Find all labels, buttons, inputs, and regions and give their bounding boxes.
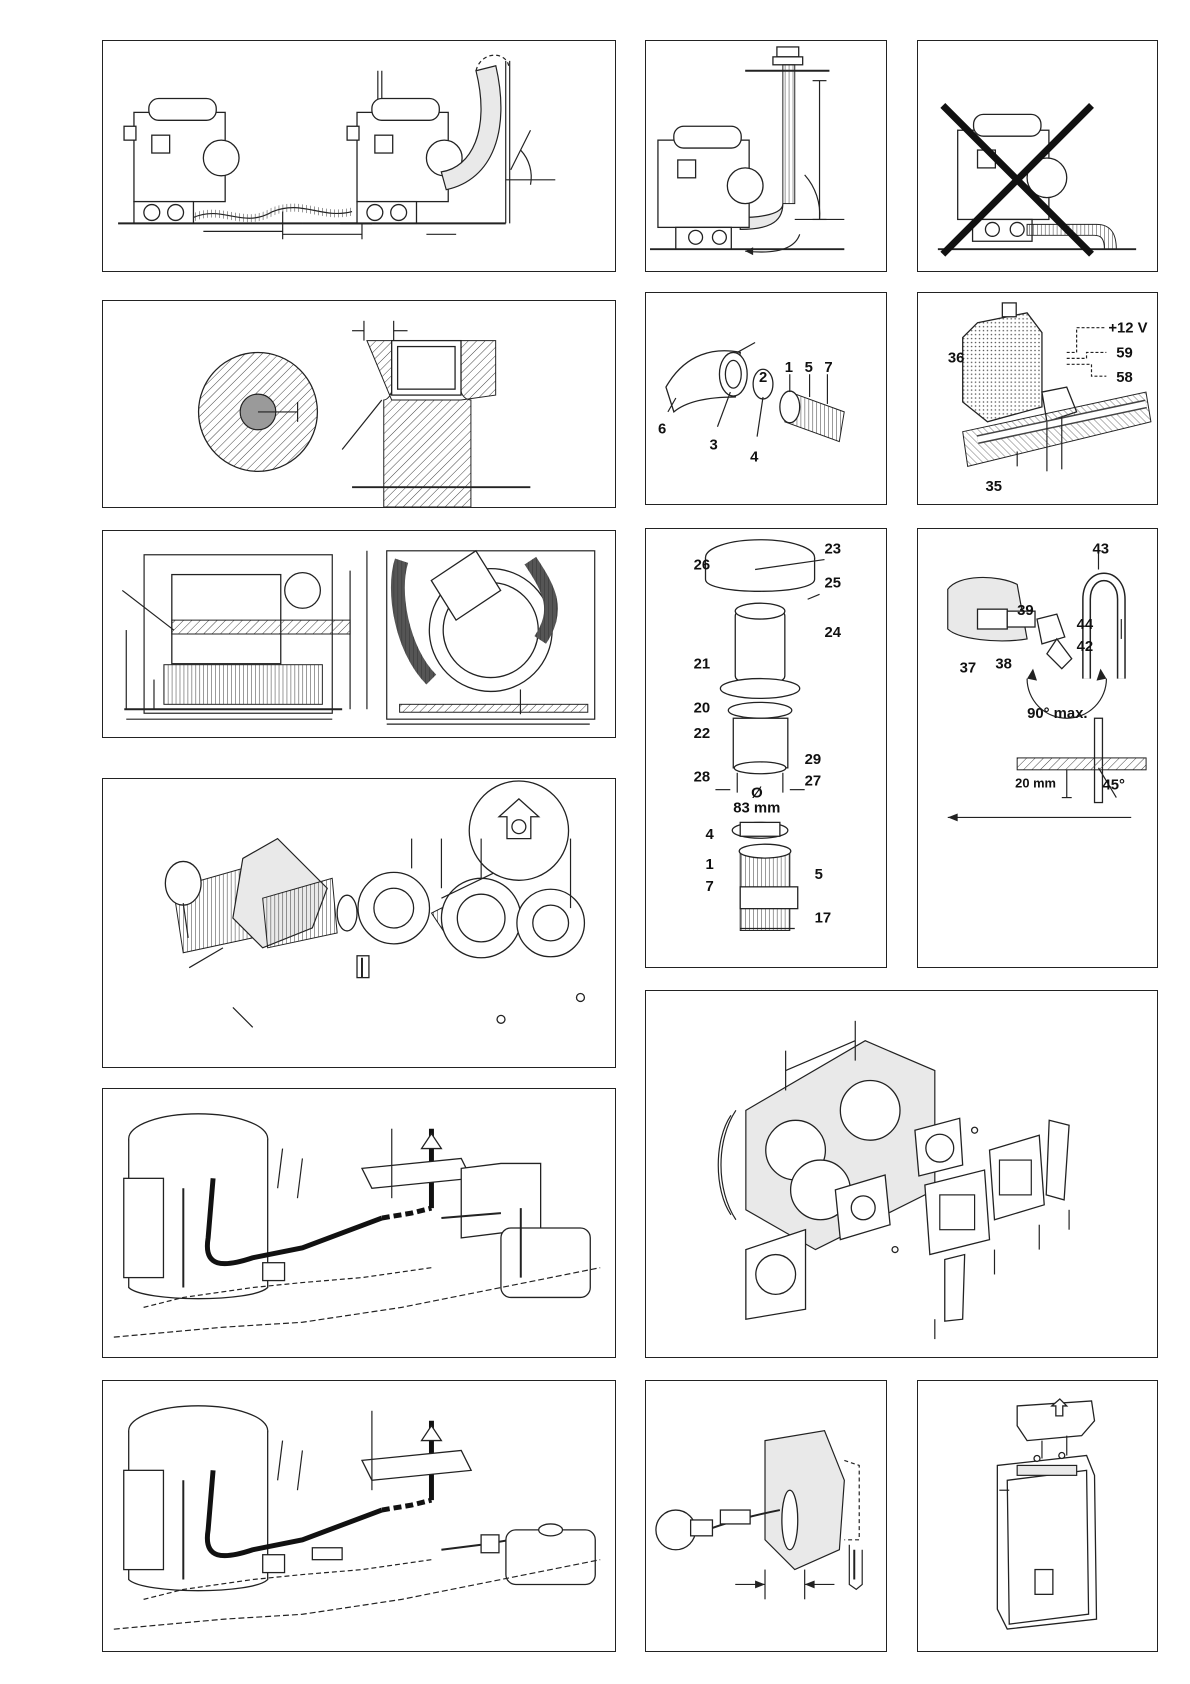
label-part-22: 22: [694, 726, 711, 742]
label-diameter-symbol: Ø: [751, 786, 763, 802]
label-part-36: 36: [948, 350, 965, 366]
label-plus-12v: +12 V: [1108, 321, 1147, 337]
label-part-7: 7: [824, 360, 832, 376]
panel-wall-passthrough: [102, 778, 616, 1068]
label-angle-45: 45°: [1102, 778, 1125, 794]
label-part-5: 5: [815, 867, 823, 883]
label-distance-20mm: 20 mm: [1015, 776, 1056, 791]
label-part-4: 4: [750, 449, 759, 465]
panel-control-housing: [917, 1380, 1158, 1652]
sensor-installation-illustration: [646, 1381, 886, 1651]
exhaust-connection-illustration: 2 6 3 4 1 5 7: [646, 293, 886, 504]
panel-sensor-installation: [645, 1380, 887, 1652]
panel-heater-enclosure: [102, 530, 616, 738]
label-angle-max: 90° max.: [1027, 706, 1087, 722]
panel-hole-cross-section: [102, 300, 616, 508]
panel-exhaust-assembly: 23 26 25 24 21 20 22 29 28 27 Ø 83 mm 4 …: [645, 528, 887, 968]
label-part-4: 4: [706, 827, 715, 843]
label-part-44: 44: [1077, 617, 1094, 633]
label-part-35: 35: [985, 479, 1002, 495]
label-part-1: 1: [785, 360, 793, 376]
label-diameter-value: 83 mm: [733, 800, 780, 816]
label-part-1: 1: [706, 857, 714, 873]
panel-heater-exhaust-routing: [102, 40, 616, 272]
label-part-26: 26: [694, 557, 711, 573]
heater-unit: [658, 126, 763, 249]
hole-cross-section-illustration: [103, 301, 615, 507]
label-part-7: 7: [706, 879, 714, 895]
label-part-3: 3: [710, 438, 718, 454]
fuel-supply-illustration-1: [103, 1089, 615, 1357]
label-part-24: 24: [825, 625, 842, 641]
panel-fuel-supply-1: [102, 1088, 616, 1358]
label-part-20: 20: [694, 700, 711, 716]
incorrect-installation-illustration: [918, 41, 1157, 271]
label-part-29: 29: [805, 752, 822, 768]
label-part-5: 5: [805, 360, 813, 376]
fuel-line-connection-illustration: 43 39 44 42 37 38 90° max. 20 mm 45°: [918, 529, 1157, 967]
panel-fuel-supply-2: [102, 1380, 616, 1652]
label-terminal-58: 58: [1116, 370, 1133, 386]
panel-fuel-line-connection: 43 39 44 42 37 38 90° max. 20 mm 45°: [917, 528, 1158, 968]
label-part-37: 37: [960, 661, 977, 677]
panel-electrical-connection: +12 V 59 58 36 35: [917, 292, 1158, 505]
label-part-27: 27: [805, 774, 822, 790]
electrical-connection-illustration: +12 V 59 58 36 35: [918, 293, 1157, 504]
panel-incorrect-installation: [917, 40, 1158, 272]
label-part-28: 28: [694, 770, 711, 786]
vertical-exhaust-illustration: [646, 41, 886, 271]
label-part-38: 38: [995, 657, 1012, 673]
heater-exhaust-illustration: [103, 41, 615, 271]
panel-vertical-exhaust: [645, 40, 887, 272]
label-part-43: 43: [1093, 542, 1110, 558]
wall-passthrough-illustration: [103, 779, 615, 1067]
exhaust-assembly-illustration: 23 26 25 24 21 20 22 29 28 27 Ø 83 mm 4 …: [646, 529, 886, 967]
fuel-supply-illustration-2: [103, 1381, 615, 1651]
panel-exhaust-connection: 2 6 3 4 1 5 7: [645, 292, 887, 505]
label-part-25: 25: [825, 575, 842, 591]
label-terminal-59: 59: [1116, 345, 1133, 361]
label-part-2: 2: [759, 370, 767, 386]
heater-unit-left: [118, 99, 302, 224]
label-part-6: 6: [658, 422, 666, 438]
control-unit-exploded-illustration: [646, 991, 1157, 1357]
label-part-39: 39: [1017, 603, 1034, 619]
label-part-17: 17: [815, 911, 832, 927]
heater-enclosure-illustration: [103, 531, 615, 737]
label-part-23: 23: [825, 542, 842, 558]
panel-control-unit-exploded: [645, 990, 1158, 1358]
label-part-42: 42: [1077, 639, 1094, 655]
control-housing-illustration: [918, 1381, 1157, 1651]
label-part-21: 21: [694, 657, 711, 673]
